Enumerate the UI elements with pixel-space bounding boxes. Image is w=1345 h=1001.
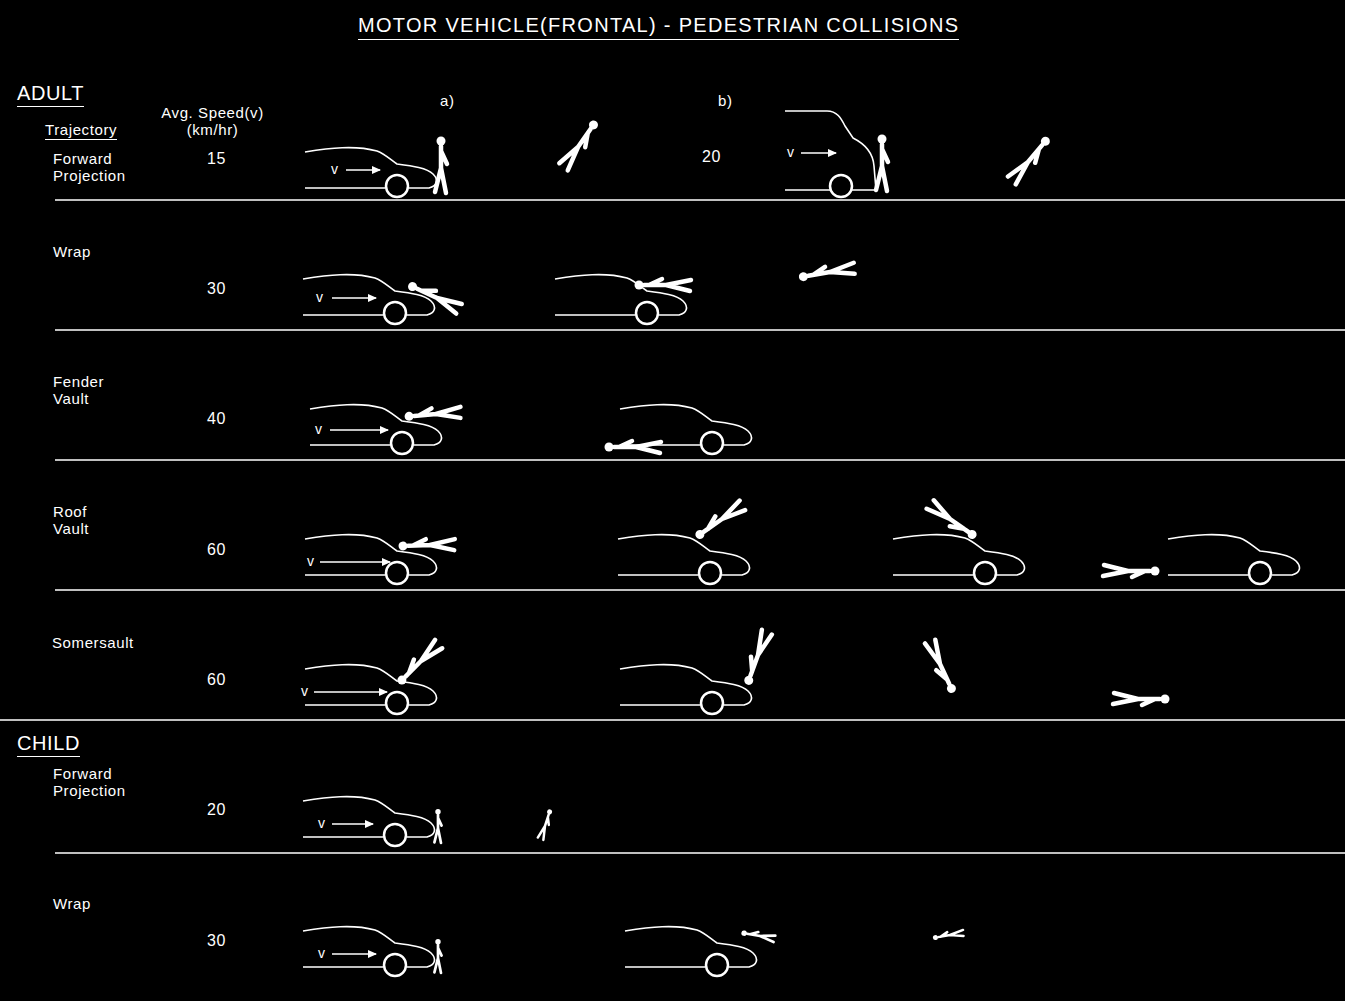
speed-value: 40: [207, 410, 226, 428]
child-figure: [741, 929, 776, 942]
car-outline: [893, 535, 1024, 584]
pedestrian-figure: [1007, 134, 1053, 185]
speed-value: 30: [207, 280, 226, 298]
pedestrian-figure: [398, 538, 455, 552]
diagram-title: MOTOR VEHICLE(FRONTAL) - PEDESTRIAN COLL…: [358, 14, 959, 40]
pedestrian-figure: [693, 500, 746, 542]
car-outline: [305, 665, 436, 714]
speed-value: 15: [207, 150, 226, 168]
section-heading: ADULT: [17, 82, 84, 107]
trajectory-name: Fender Vault: [53, 373, 143, 408]
case-marker: a): [440, 92, 455, 109]
column-heading: Trajectory: [45, 121, 117, 140]
section-heading: CHILD: [17, 732, 80, 757]
trajectory-name: Forward Projection: [53, 765, 153, 800]
child-figure: [434, 809, 441, 843]
speed-value: 30: [207, 932, 226, 950]
speed-value: 20: [207, 801, 226, 819]
velocity-symbol: v: [315, 421, 323, 437]
car-outline: [303, 797, 434, 846]
van-outline: [785, 111, 876, 197]
speed-value: 20: [702, 148, 721, 166]
velocity-symbol: v: [318, 945, 326, 961]
trajectory-name: Somersault: [52, 634, 134, 651]
pedestrian-figure: [876, 135, 888, 192]
speed-value: 60: [207, 541, 226, 559]
velocity-symbol: v: [318, 815, 326, 831]
child-figure: [434, 939, 441, 973]
velocity-symbol: v: [307, 553, 315, 569]
car-outline: [625, 927, 756, 976]
pedestrian-figure: [1103, 565, 1160, 577]
pedestrian-figure: [742, 629, 773, 686]
car-outline: [303, 275, 434, 324]
pedestrian-figure: [926, 500, 979, 542]
pedestrian-figure: [924, 639, 959, 695]
car-outline: [620, 665, 751, 714]
trajectory-name: Wrap: [53, 243, 91, 260]
case-marker: b): [718, 92, 733, 109]
speed-value: 60: [207, 671, 226, 689]
pedestrian-figure: [435, 137, 447, 194]
column-heading: Avg. Speed(v) (km/hr): [145, 104, 280, 139]
trajectory-name: Roof Vault: [53, 503, 123, 538]
child-figure: [932, 929, 964, 941]
velocity-symbol: v: [331, 161, 339, 177]
pedestrian-figure: [798, 262, 856, 284]
trajectory-name: Forward Projection: [53, 150, 153, 185]
pedestrian-figure: [635, 279, 692, 291]
car-outline: [1168, 535, 1299, 584]
pedestrian-figure: [605, 441, 662, 453]
child-figure: [538, 809, 554, 841]
velocity-symbol: v: [316, 289, 324, 305]
velocity-symbol: v: [301, 683, 309, 699]
row-separators: [0, 200, 1345, 853]
car-outline: [618, 535, 749, 584]
velocity-symbol: v: [787, 144, 795, 160]
car-outline: [555, 275, 686, 324]
pedestrian-figure: [406, 279, 462, 314]
pedestrian-figure: [559, 118, 601, 171]
pedestrian-figure: [1113, 693, 1170, 705]
pedestrian-figure: [404, 406, 461, 423]
car-outline: [305, 148, 436, 197]
car-outline: [303, 927, 434, 976]
trajectory-name: Wrap: [53, 895, 91, 912]
pedestrian-figure: [394, 639, 442, 687]
